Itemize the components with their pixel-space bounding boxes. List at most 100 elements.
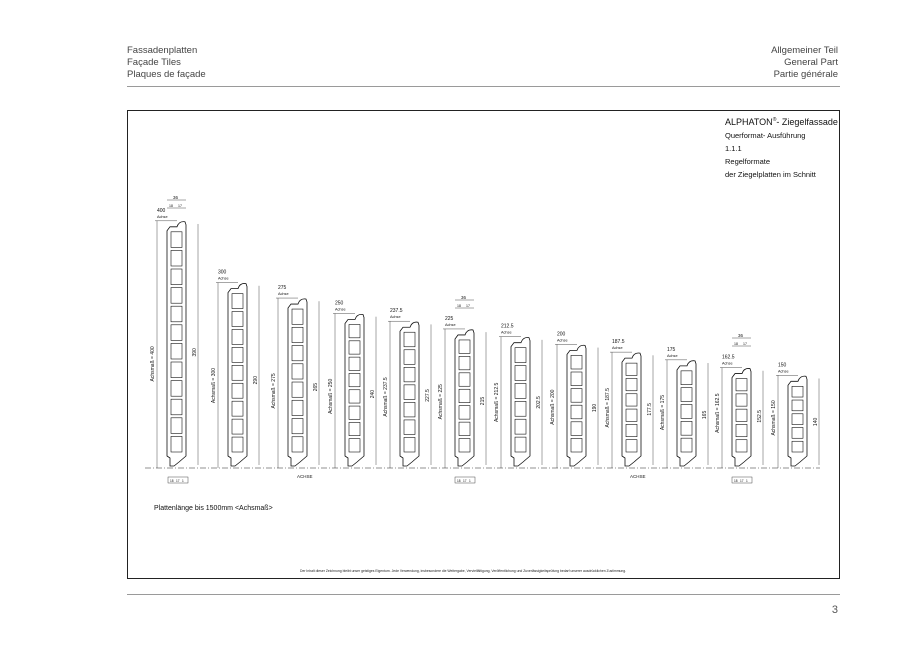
tile-chamber [403,367,416,383]
tile-chamber [514,383,527,399]
axis-dimension-text: Achsmaß = 250 [328,379,334,414]
tile-profile-237.5 [399,321,420,467]
length-note: Plattenlänge bis 1500mm <Achsmaß> [154,505,273,512]
title-line-2: Querformat- Ausführung [725,131,806,140]
tile-chamber [170,343,183,360]
axis-word-label: Achse [157,215,168,219]
axis-dimension-text: Achsmaß = 212.5 [494,382,500,422]
axis-dimension-text: Achsmaß = 162.5 [715,393,721,433]
height-dimension-text: 177.5 [647,403,653,416]
tile-profile-187.5 [621,352,642,467]
width-dim-b-3: 17 [743,342,747,346]
tile-chamber [680,421,693,436]
tile-chamber [570,421,583,436]
bottom-dim-value: 17 [740,479,744,483]
tile-chamber [680,387,693,402]
tile-chamber [348,356,361,371]
tile-chamber [458,339,471,354]
tile-chamber [291,345,304,362]
tile-chamber [570,388,583,403]
tile-chamber [458,421,471,436]
tile-chamber [625,362,638,376]
tile-chamber [170,436,183,453]
tile-chamber [458,356,471,371]
tile-chamber [514,401,527,417]
bottom-dim-value: 1 [746,479,748,483]
tile-chamber [791,427,804,439]
height-dimension-text: 227.5 [425,389,431,402]
tile-profile-300 [227,283,248,467]
tile-chamber [458,388,471,403]
tile-chamber [680,437,693,453]
tile-chamber [625,378,638,392]
tile-profile-162.5 [731,368,752,467]
tile-chamber [170,305,183,323]
tile-chamber [170,417,183,434]
bottom-dim-value: 18 [170,479,174,483]
tile-chamber [291,326,304,343]
height-dimension-text: 265 [313,383,319,392]
tile-chamber [170,398,183,416]
tile-chamber [570,355,583,370]
bottom-dim-value: 17 [463,479,467,483]
tile-chamber [170,250,183,267]
height-dimension-text: 290 [253,376,259,385]
tile-chamber [291,399,304,416]
tile-profile-250 [344,313,365,467]
title-line-4: Regelformate [725,157,771,166]
tile-chamber [680,404,693,419]
footer-rule [127,594,840,595]
height-dimension-text: 215 [480,397,486,406]
height-dimension-text: 165 [702,411,708,420]
tile-chamber [231,329,244,345]
header-left-line-2: Façade Tiles [127,57,181,68]
tile-chamber [170,324,183,341]
axis-dimension-text: Achsmaß = 200 [550,389,556,424]
tile-chamber [348,324,361,339]
tile-outline [399,321,420,467]
tile-chamber [735,378,748,392]
tile-chamber [791,413,804,425]
tile-chamber [514,347,527,363]
title-line-5: der Ziegelplatten im Schnitt [725,170,816,179]
drawing-frame [127,110,840,579]
title-line-3: 1.1.1 [725,144,742,153]
tile-chamber [348,340,361,355]
tile-chamber [403,437,416,453]
width-dim-total-3: 36 [738,333,744,338]
copyright-footer: Der Inhalt dieser Zeichnung bleibt unser… [300,569,627,573]
axis-value-label: 275 [278,285,287,291]
tile-chamber [291,363,304,380]
tile-chamber [231,382,244,399]
tile-chamber [291,436,304,453]
tile-chamber [735,393,748,407]
tile-profile-175 [676,360,697,467]
tile-chamber [514,436,527,453]
tile-chamber [403,384,416,400]
width-dim-b-2: 17 [466,304,470,308]
tile-outline [510,337,531,467]
axis-value-label: 175 [667,347,676,353]
axis-dimension-text: Achsmaß = 400 [150,346,156,381]
header-right-line-2: General Part [784,57,838,68]
tile-chamber [458,405,471,420]
bottom-dim-value: 18 [734,479,738,483]
bottom-dim-box-3 [731,476,753,484]
tile-outline [344,313,365,467]
axis-word-label: Achse [722,362,733,366]
axis-word-label: Achse [667,354,678,358]
height-dimension-text: 390 [192,348,198,357]
tile-outline [731,368,752,467]
tile-chamber [231,400,244,417]
axis-word-label: Achse [557,338,568,342]
bottom-dim-value: 18 [457,479,461,483]
tile-outline [676,360,697,467]
tile-chamber [231,347,244,363]
tile-profile-212.5 [510,337,531,467]
axis-dimension-text: Achsmaß = 300 [211,368,217,403]
tile-chamber [625,439,638,453]
axis-value-label: 162.5 [722,355,735,361]
tile-chamber [570,438,583,453]
tile-chamber [170,361,183,378]
